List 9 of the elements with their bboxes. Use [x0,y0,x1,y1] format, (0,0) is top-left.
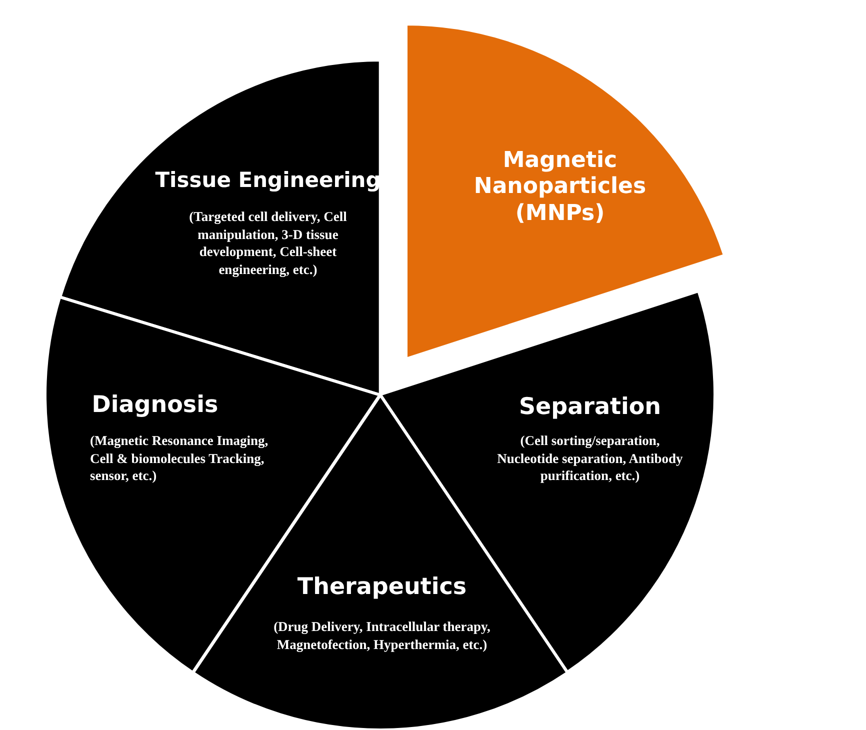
segment-heading: Tissue Engineering [154,168,382,194]
segment-heading: Magnetic Nanoparticles (MNPs) [472,148,648,228]
segment-description: (Drug Delivery, Intracellular therapy, Magnetofection, Hyperthermia, etc.) [272,618,492,654]
segment-description: (Targeted cell delivery, Cell manipulation, 3-D tissue development, Cell-sheet engineering, etc.) [188,208,348,278]
segment-description: (Magnetic Resonance Imaging, Cell & biomolecules Tracking, sensor, etc.) [90,432,270,485]
segment-heading: Therapeutics [296,574,468,602]
segment-description: (Cell sorting/separation, Nucleotide separation, Antibody purification, etc.) [496,432,684,485]
segment-heading: Diagnosis [90,392,220,420]
segment-heading: Separation [518,394,662,422]
